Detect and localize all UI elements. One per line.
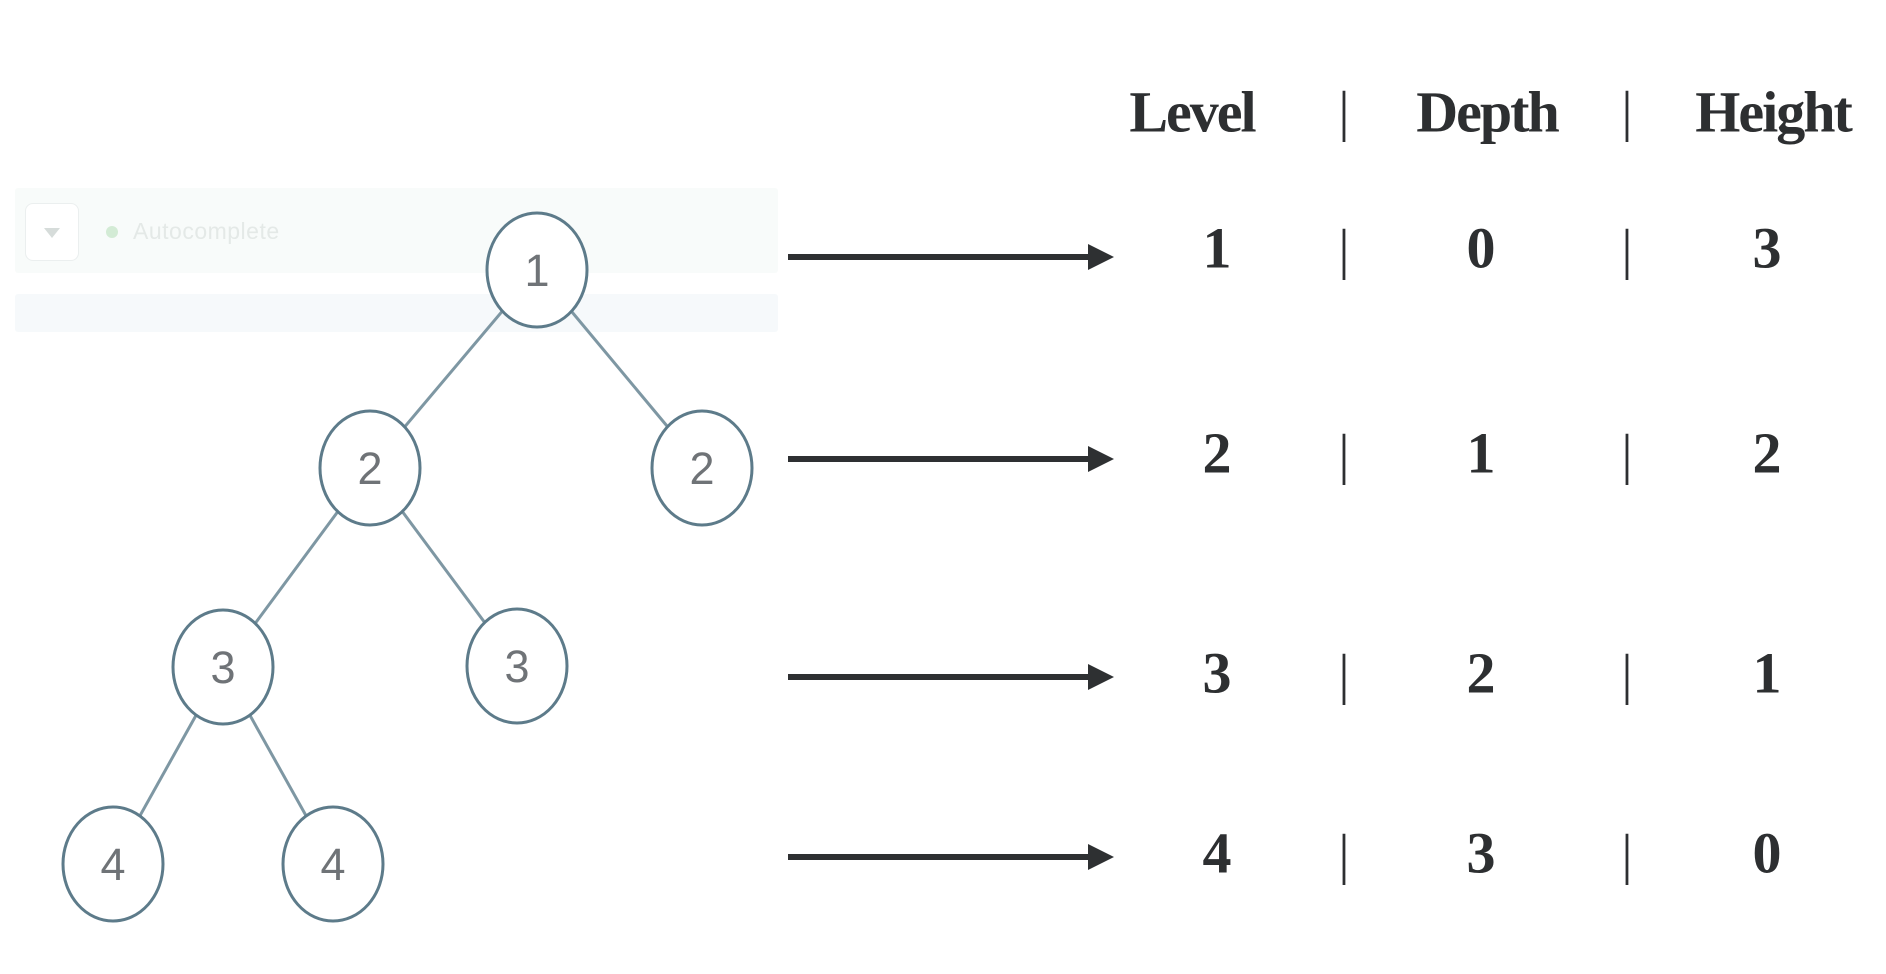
cell-depth: 3: [1466, 820, 1496, 886]
cell-separator: |: [1338, 424, 1350, 486]
chevron-down-icon: [44, 228, 60, 238]
tree-node-label: 2: [689, 443, 714, 494]
tree-node: 3: [171, 608, 275, 726]
tree-node-circle: [465, 607, 569, 725]
ghost-toolbar-band: [15, 294, 778, 332]
tree-node-label: 3: [210, 642, 235, 693]
cell-height: 1: [1752, 640, 1782, 706]
cell-separator: |: [1338, 824, 1350, 886]
cell-height: 0: [1752, 820, 1782, 886]
tree-node-label: 4: [320, 839, 345, 890]
cell-depth: 0: [1466, 215, 1496, 281]
row-arrow-icon: [788, 844, 1114, 870]
tree-node-circle: [281, 805, 385, 923]
tree-node: 3: [465, 607, 569, 725]
ghost-toolbar-panel: [15, 188, 778, 273]
header-separator: |: [1338, 81, 1350, 143]
cell-height: 3: [1752, 215, 1782, 281]
tree-node-circle: [318, 409, 422, 527]
cell-separator: |: [1621, 644, 1633, 706]
column-header-depth: Depth: [1416, 79, 1559, 145]
tree-node-label: 3: [504, 641, 529, 692]
cell-separator: |: [1621, 219, 1633, 281]
cell-level: 3: [1202, 640, 1232, 706]
tree-node: 4: [281, 805, 385, 923]
tree-node: 2: [650, 409, 754, 527]
tree-edges: [111, 269, 704, 865]
tree-node-circle: [650, 409, 754, 527]
ghost-autocomplete-label: Autocomplete: [133, 217, 280, 244]
green-status-dot-icon: [106, 226, 118, 238]
tree-node-label: 1: [524, 245, 549, 296]
cell-height: 2: [1752, 420, 1782, 486]
cell-separator: |: [1621, 424, 1633, 486]
cell-depth: 2: [1466, 640, 1496, 706]
cell-level: 1: [1202, 215, 1232, 281]
cell-level: 4: [1202, 820, 1232, 886]
tree-node-circle: [171, 608, 275, 726]
row-arrow-icon: [788, 446, 1114, 472]
tree-node-label: 2: [357, 443, 382, 494]
cell-depth: 1: [1466, 420, 1496, 486]
tree-node: 1: [485, 211, 589, 329]
column-header-level: Level: [1129, 79, 1256, 145]
tree-node: 2: [318, 409, 422, 527]
cell-separator: |: [1621, 824, 1633, 886]
tree-node-label: 4: [100, 839, 125, 890]
cell-separator: |: [1338, 219, 1350, 281]
header-separator: |: [1621, 81, 1633, 143]
cell-level: 2: [1202, 420, 1232, 486]
tree-node-circle: [61, 805, 165, 923]
ghost-dropdown-button[interactable]: [25, 203, 79, 261]
tree-node-circle: [485, 211, 589, 329]
row-arrow-icon: [788, 244, 1114, 270]
column-header-height: Height: [1695, 79, 1853, 145]
row-arrow-icon: [788, 664, 1114, 690]
cell-separator: |: [1338, 644, 1350, 706]
tree-node: 4: [61, 805, 165, 923]
binary-tree-svg: 1 2 2 3 3 4 4: [61, 211, 754, 923]
